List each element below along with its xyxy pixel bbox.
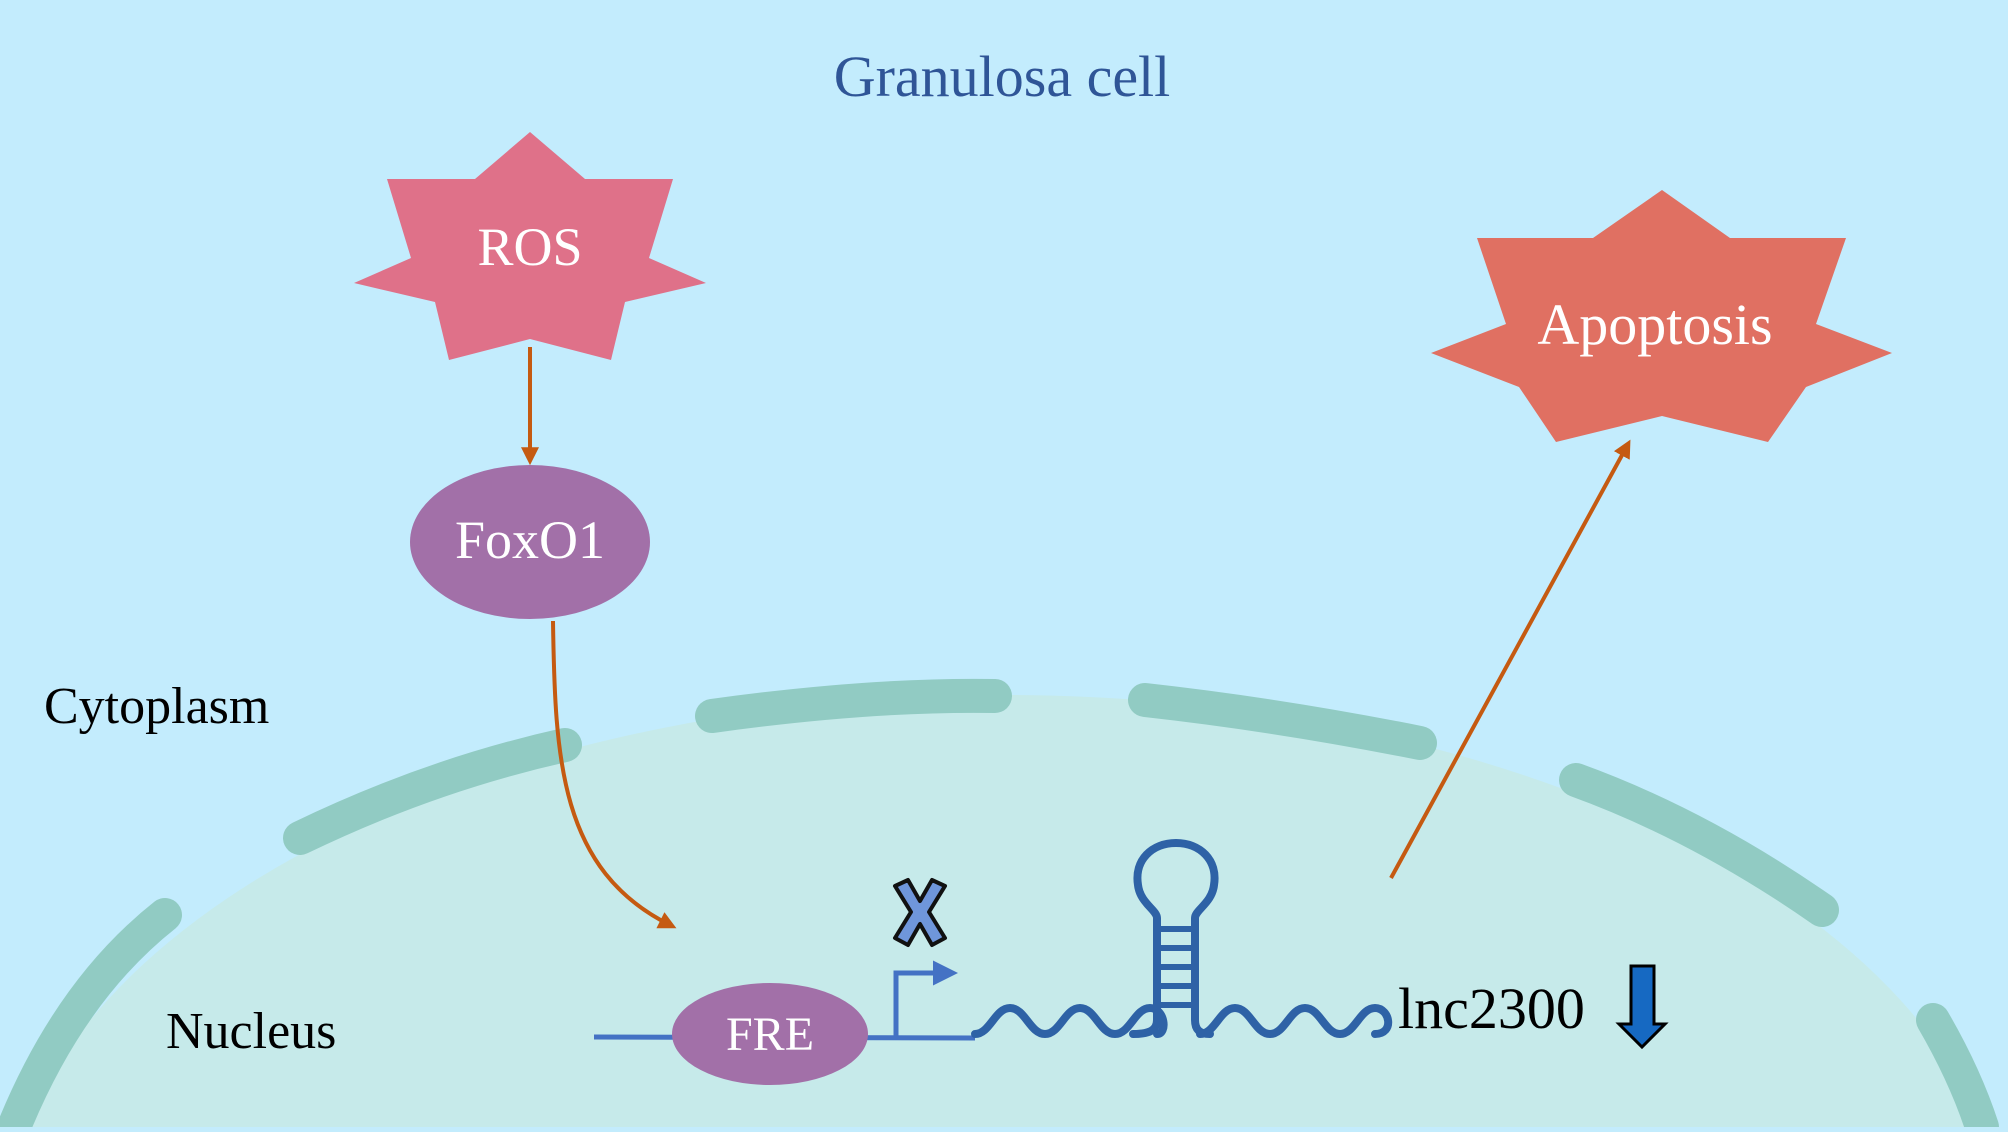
foxo1-ellipse xyxy=(410,465,650,619)
down-regulation-icon xyxy=(1615,964,1669,1050)
nuclear-membrane xyxy=(0,678,1999,1132)
fre-label: FRE xyxy=(726,1008,814,1061)
rna-wave-left xyxy=(971,1004,1168,1038)
rna-stem-loop xyxy=(1129,839,1219,1038)
cytoplasm-label: Cytoplasm xyxy=(44,678,269,735)
transcription-start-arrow xyxy=(893,960,958,1037)
membrane-segment xyxy=(283,728,582,855)
membrane-segment xyxy=(1916,1003,1999,1132)
lncrna-to-apoptosis-arrow xyxy=(1389,439,1631,879)
membrane-segment xyxy=(1559,763,1839,927)
membrane-segment xyxy=(0,898,182,1132)
nucleus-body xyxy=(23,695,1985,1132)
lncrna-label: lnc2300 xyxy=(1398,976,1585,1041)
apoptosis-label: Apoptosis xyxy=(1537,292,1772,357)
fre-node: FRE xyxy=(672,983,868,1085)
fre-ellipse xyxy=(672,983,868,1085)
apoptosis-star-shape xyxy=(1431,190,1892,442)
apoptosis-node: Apoptosis xyxy=(1431,190,1892,442)
ros-node: ROS xyxy=(354,132,706,360)
membrane-segment xyxy=(695,678,1012,733)
foxo1-label: FoxO1 xyxy=(455,510,605,570)
lncrna-hairpin-icon xyxy=(971,839,1393,1038)
rna-wave-right xyxy=(1196,1004,1393,1038)
blocked-x-icon xyxy=(893,878,947,947)
foxo1-node: FoxO1 xyxy=(410,465,650,619)
nucleus-label: Nucleus xyxy=(166,1003,336,1060)
diagram-title: Granulosa cell xyxy=(834,44,1171,109)
membrane-segment xyxy=(1128,683,1437,760)
ros-label: ROS xyxy=(477,217,582,277)
ros-star-shape xyxy=(354,132,706,360)
foxo1-to-fre-arrow xyxy=(551,620,677,929)
